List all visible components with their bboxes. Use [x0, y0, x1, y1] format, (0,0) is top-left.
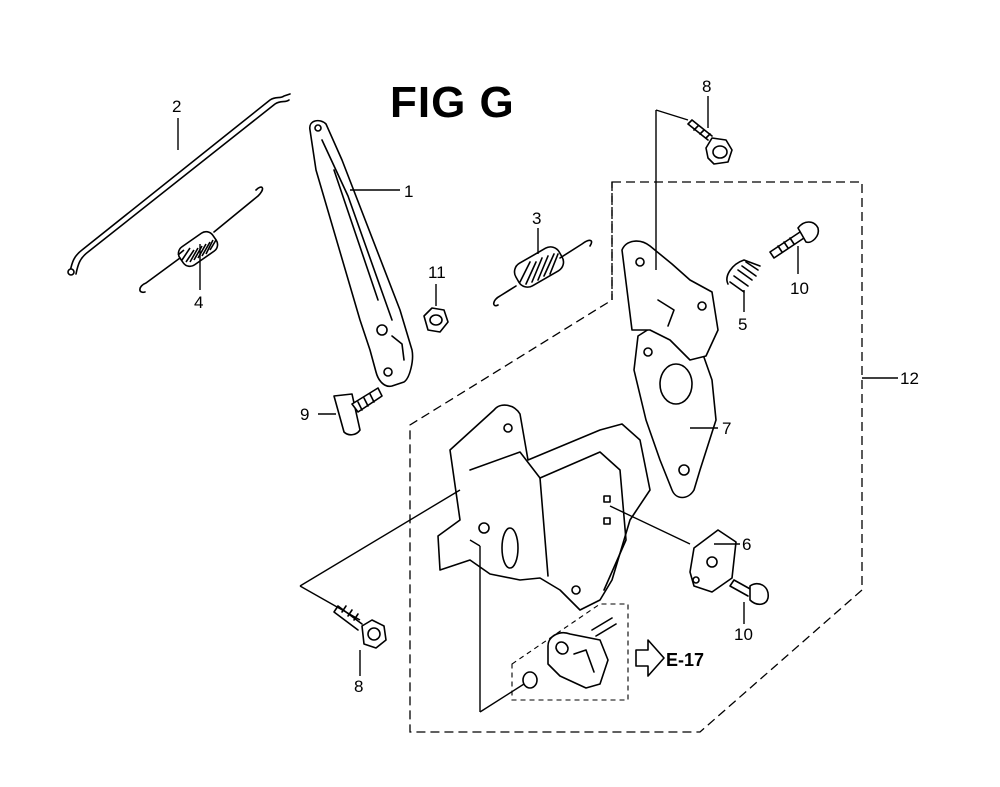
leader-lines [177, 96, 898, 713]
wire-clip [689, 529, 737, 593]
flat-head-bolt [333, 387, 383, 436]
callout-8-top: 8 [702, 77, 711, 96]
flange-bolt-lower [333, 605, 387, 649]
callout-11: 11 [428, 263, 446, 282]
callout-10-lower: 10 [734, 625, 753, 644]
governor-spring-long [139, 186, 264, 294]
callout-7: 7 [722, 419, 731, 438]
reference-label: E-17 [666, 650, 704, 670]
callout-9: 9 [300, 405, 309, 424]
bolt-top-right [769, 221, 820, 259]
nut [423, 307, 449, 333]
callouts: 2 1 3 4 11 8 10 5 12 7 9 6 10 8 [172, 77, 919, 696]
callout-5: 5 [738, 315, 747, 334]
callout-8-lower: 8 [354, 677, 363, 696]
governor-arm-plate [633, 320, 717, 499]
small-spring [726, 259, 761, 293]
callout-3: 3 [532, 209, 541, 228]
throttle-rod [67, 93, 291, 276]
flange-bolt-top [687, 119, 733, 165]
bolt-lower-right [729, 579, 769, 606]
callout-2: 2 [172, 97, 181, 116]
upper-bracket [621, 240, 719, 361]
control-lever [309, 119, 414, 388]
callout-6: 6 [742, 535, 751, 554]
assembly-boundary [409, 181, 863, 733]
reference-arrow: E-17 [635, 639, 704, 677]
callout-1: 1 [404, 182, 413, 201]
callout-4: 4 [194, 293, 203, 312]
main-bracket [437, 404, 651, 611]
sub-assembly-detail [511, 603, 629, 701]
figure-title: FIG G [390, 78, 515, 127]
governor-spring-short [492, 239, 593, 307]
callout-12: 12 [900, 369, 919, 388]
callout-10-top: 10 [790, 279, 809, 298]
